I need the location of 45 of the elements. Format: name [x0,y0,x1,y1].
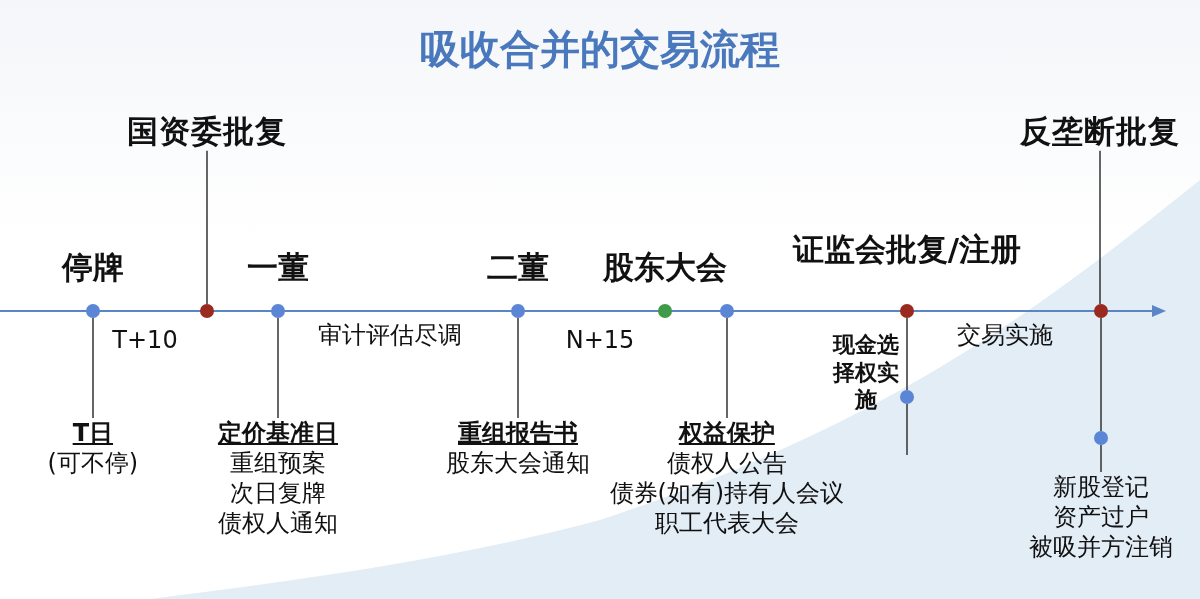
leader-line [92,317,94,419]
leader-line [1099,150,1101,305]
step-text: 重组预案 [230,448,326,478]
step-text: 资产过户 [1053,502,1149,532]
timeline-dot [720,304,734,318]
timeline-dot [511,304,525,318]
milestone-label: 一董 [247,248,309,287]
step-text: 次日复牌 [230,478,326,508]
step-text: 股东大会通知 [446,448,590,478]
milestone-heading: 权益保护 [678,418,775,448]
step-text: 债券(如有)持有人会议 [609,478,845,508]
timeline-dot [900,304,914,318]
leader-line [1100,317,1102,432]
leader-line [1100,444,1102,473]
leader-line [906,403,908,456]
milestone-heading: 重组报告书 [458,418,578,448]
timeline-dot [86,304,100,318]
timeline-dot [658,304,672,318]
leader-line [277,317,279,419]
diagram-title: 吸收合并的交易流程 [420,26,780,72]
step-text: 债权人公告 [666,448,787,478]
leader-line [517,317,519,419]
timeline-dot [271,304,285,318]
period-label: 审计评估尽调 [318,320,462,351]
period-label: N+15 [565,326,635,354]
step-text: 被吸并方注销 [1029,532,1173,562]
step-text: 新股登记 [1053,472,1149,502]
leader-line [906,317,908,391]
milestone-label: 停牌 [62,248,124,287]
milestone-heading: 定价基准日 [218,418,338,448]
step-text: (可不停) [47,448,139,478]
milestone-label: 现金选择权实施 [833,330,899,414]
period-label: 交易实施 [957,320,1053,351]
milestone-label: 股东大会 [603,248,727,287]
timeline-dot [200,304,214,318]
milestone-heading: T日 [72,418,114,448]
leader-line [726,317,728,419]
step-text: 债权人通知 [218,508,338,538]
milestone-label: 证监会批复/注册 [792,230,1022,269]
milestone-label: 反垄断批复 [1020,112,1180,151]
step-text: 职工代表大会 [654,508,799,538]
leader-line [206,150,208,305]
period-label: T+10 [112,326,178,354]
milestone-label: 二董 [487,248,549,287]
milestone-label: 国资委批复 [127,112,287,151]
